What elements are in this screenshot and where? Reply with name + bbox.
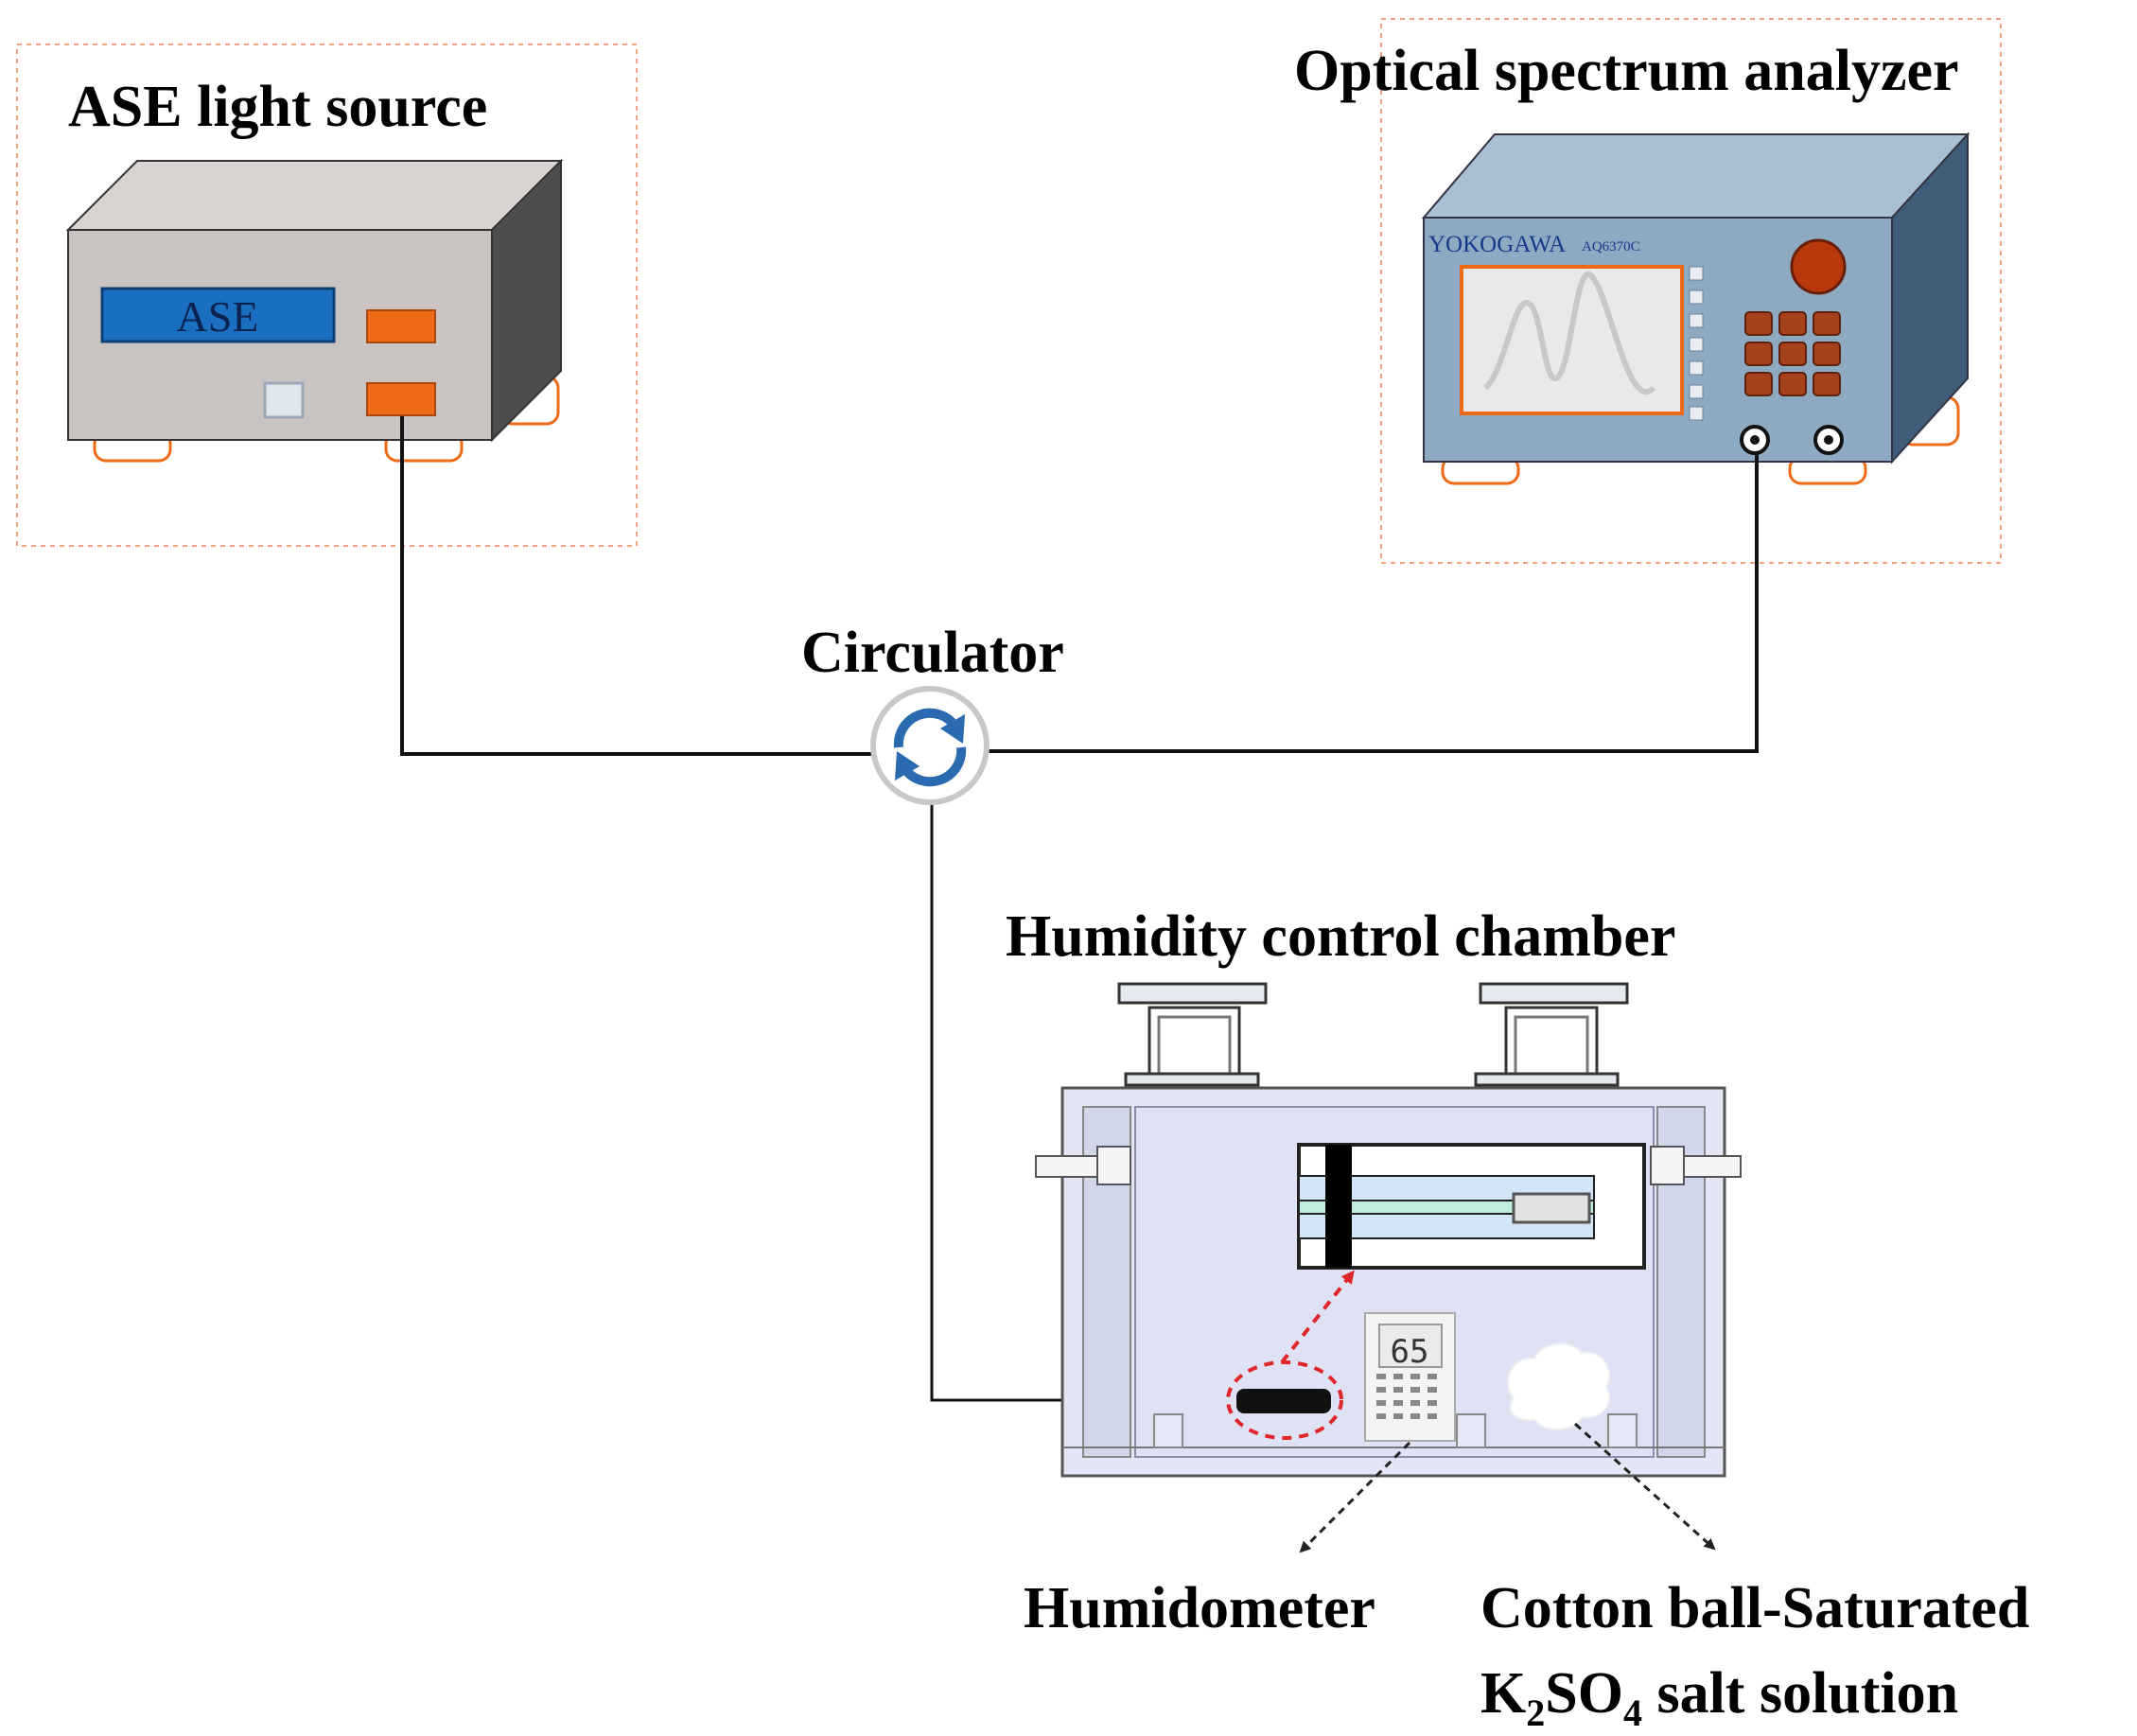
ase-orange-button-bottom bbox=[366, 382, 436, 416]
ase-source-title: ASE light source bbox=[68, 75, 487, 139]
cotton-label-line1: Cotton ball-Saturated bbox=[1480, 1576, 2029, 1640]
osa-brand-text: YOKOGAWA bbox=[1428, 232, 1566, 257]
ase-dashed-frame bbox=[16, 44, 638, 547]
circulator-title: Circulator bbox=[801, 621, 1064, 685]
chamber-valve-left bbox=[1035, 1146, 1131, 1185]
humidity-chamber-group: Humidity control chamber bbox=[1006, 904, 1742, 1553]
humidometer-device: 65 bbox=[1364, 1312, 1456, 1442]
circulator-group: Circulator bbox=[801, 621, 1064, 805]
cotton-label-line2: K2SO4 salt solution bbox=[1480, 1661, 1958, 1734]
osa-model-text: AQ6370C bbox=[1582, 239, 1640, 254]
osa-knob bbox=[1790, 238, 1847, 295]
fiber-circulator-to-osa bbox=[984, 454, 1759, 753]
cotton-ball bbox=[1507, 1342, 1611, 1430]
ase-power-button bbox=[263, 381, 305, 419]
osa-soft-keys bbox=[1689, 266, 1704, 421]
humidometer-label: Humidometer bbox=[1024, 1576, 1375, 1640]
fiber-ase-to-circulator bbox=[400, 416, 875, 756]
sensor-zoom-arrow bbox=[1280, 1270, 1355, 1364]
cotton-pointer bbox=[1573, 1422, 1716, 1551]
ase-orange-button-top bbox=[366, 309, 436, 343]
ase-top-face bbox=[65, 160, 564, 231]
chamber-title: Humidity control chamber bbox=[1006, 904, 1675, 969]
fbg-sensor bbox=[1236, 1389, 1331, 1413]
chamber-handle-right bbox=[1474, 982, 1629, 1087]
osa-group: Optical spectrum analyzer YOKOGAWA AQ637… bbox=[1294, 18, 2002, 564]
chamber-handle-left bbox=[1117, 982, 1268, 1087]
osa-title: Optical spectrum analyzer bbox=[1294, 39, 1959, 103]
osa-screen-waveform bbox=[1482, 272, 1656, 395]
ase-display bbox=[100, 287, 336, 343]
sensor-highlight-circle bbox=[1226, 1360, 1343, 1440]
ase-light-source-group: ASE light source ASE bbox=[16, 44, 638, 547]
chamber-valve-right bbox=[1650, 1146, 1742, 1185]
osa-keypad bbox=[1744, 311, 1841, 396]
ase-display-text: ASE bbox=[177, 292, 259, 341]
osa-dashed-frame bbox=[1380, 18, 2002, 564]
osa-top-face bbox=[1421, 133, 1971, 219]
humidometer-reading: 65 bbox=[1391, 1333, 1429, 1371]
sensor-inset bbox=[1297, 1143, 1646, 1270]
